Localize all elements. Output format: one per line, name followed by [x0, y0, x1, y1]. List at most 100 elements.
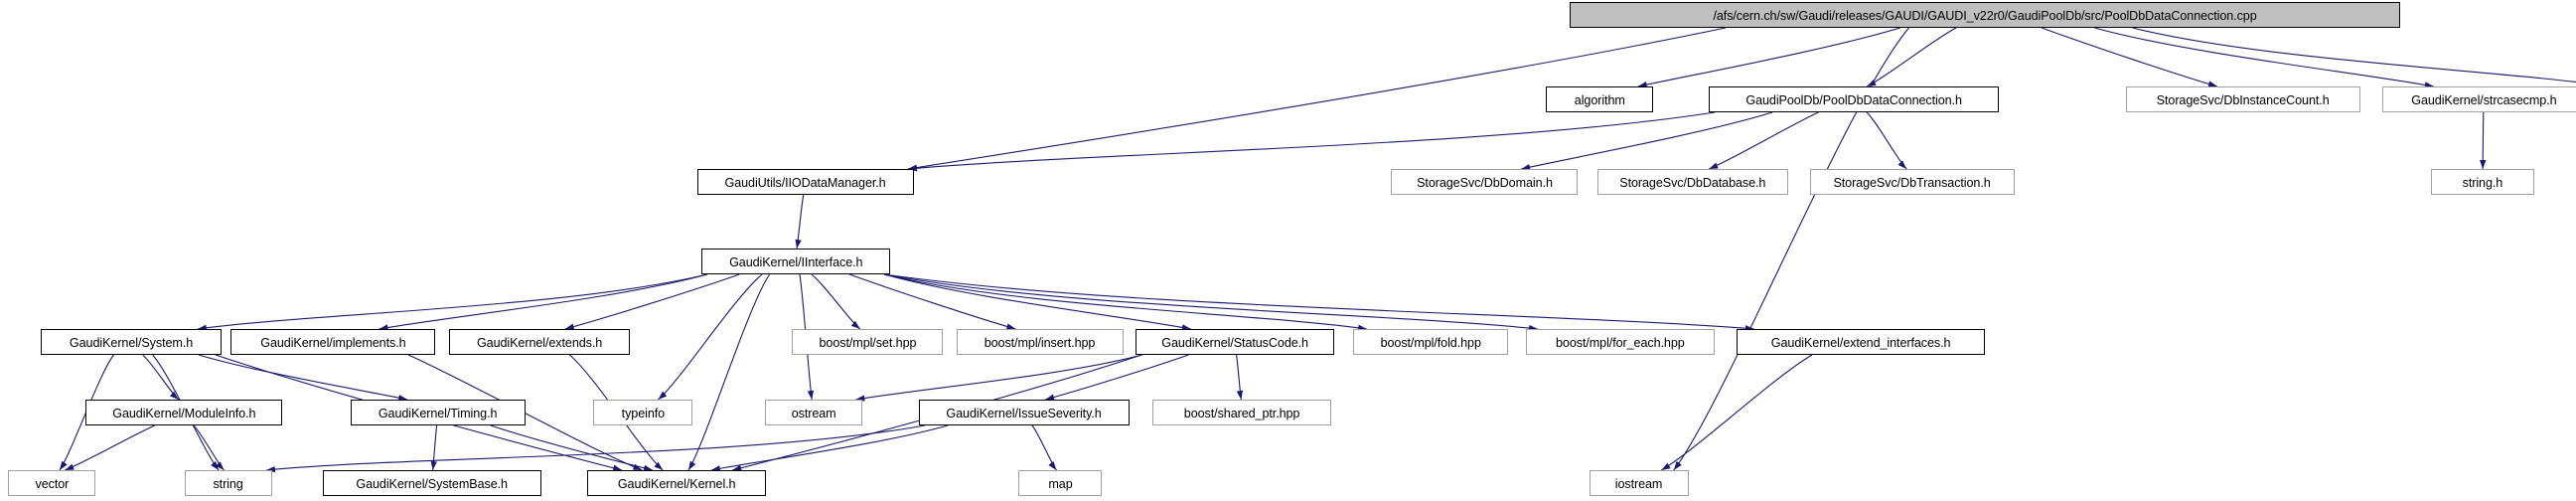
graph-edge-iiodata-to-iinterface [795, 194, 805, 250]
graph-edge-pooldbconn-to-dbdomain [1521, 111, 1773, 171]
graph-edge-extendif-to-iostream [1661, 354, 1813, 471]
graph-node-label: boost/mpl/set.hpp [819, 334, 916, 350]
graph-node-statuscode[interactable]: GaudiKernel/StatusCode.h [1136, 329, 1334, 355]
graph-node-vector[interactable]: vector [8, 470, 95, 496]
graph-node-algorithm[interactable]: algorithm [1546, 86, 1653, 112]
graph-node-string[interactable]: string [185, 470, 272, 496]
graph-node-moduleinfo[interactable]: GaudiKernel/ModuleInfo.h [85, 400, 282, 425]
graph-edge-iinterface-to-implements [379, 273, 708, 331]
graph-node-label: GaudiKernel/extends.h [476, 334, 603, 350]
graph-node-label: boost/shared_ptr.hpp [1183, 405, 1300, 420]
graph-edge-iinterface-to-mplforeach [883, 273, 1539, 332]
graph-node-extendif[interactable]: GaudiKernel/extend_interfaces.h [1737, 329, 1985, 355]
graph-node-systembase[interactable]: GaudiKernel/SystemBase.h [323, 470, 541, 496]
graph-node-label: StorageSvc/DbDatabase.h [1619, 174, 1766, 190]
graph-node-stringh[interactable]: string.h [2431, 169, 2534, 195]
graph-node-iiodata[interactable]: GaudiUtils/IIODataManager.h [697, 169, 914, 195]
graph-edge-iinterface-to-mplinsert [848, 273, 1016, 330]
graph-node-label: GaudiKernel/strcasecmp.h [2410, 91, 2557, 107]
graph-edge-root-to-dbinstance [2042, 27, 2218, 87]
graph-edge-statuscode-to-sharedptr [1235, 354, 1244, 401]
graph-node-label: GaudiKernel/SystemBase.h [356, 475, 509, 491]
graph-edge-timing-to-systembase [430, 424, 438, 471]
graph-node-dbinstance[interactable]: StorageSvc/DbInstanceCount.h [2126, 86, 2360, 112]
graph-edge-iinterface-to-mplfold [883, 273, 1368, 331]
graph-edge-root-to-algorithm [1637, 27, 1900, 88]
graph-edge-statuscode-to-issuesev [1045, 354, 1189, 401]
graph-node-mplset[interactable]: boost/mpl/set.hpp [792, 329, 943, 355]
graph-node-label: GaudiKernel/IInterface.h [728, 253, 863, 269]
graph-edge-issuesev-to-kernel [710, 424, 949, 472]
graph-node-label: GaudiKernel/System.h [69, 334, 194, 350]
graph-edge-iinterface-to-extendif [883, 273, 1754, 332]
graph-node-label: GaudiKernel/ModuleInfo.h [111, 405, 256, 420]
graph-node-typeinfo[interactable]: typeinfo [593, 400, 692, 425]
graph-node-label: /afs/cern.ch/sw/Gaudi/releases/GAUDI/GAU… [1713, 7, 2257, 23]
graph-node-system[interactable]: GaudiKernel/System.h [41, 329, 222, 355]
graph-edge-root-to-strcasecmp [2094, 27, 2434, 88]
graph-node-dbdatabase[interactable]: StorageSvc/DbDatabase.h [1597, 169, 1788, 195]
graph-node-label: GaudiKernel/StatusCode.h [1161, 334, 1308, 350]
graph-edge-iinterface-to-extends [564, 273, 740, 330]
graph-node-dbtrans[interactable]: StorageSvc/DbTransaction.h [1810, 169, 2015, 195]
graph-edge-system-to-moduleinfo [142, 354, 180, 401]
graph-edge-iinterface-to-statuscode [883, 273, 1191, 331]
graph-edge-system-to-timing [198, 354, 408, 402]
graph-edge-pooldbconn-to-iiodata [907, 111, 1716, 172]
graph-node-label: algorithm [1574, 91, 1625, 107]
graph-node-implements[interactable]: GaudiKernel/implements.h [230, 329, 435, 355]
graph-node-label: string [213, 475, 244, 491]
graph-edge-statuscode-to-ostream [855, 354, 1142, 402]
graph-node-pooldbconn[interactable]: GaudiPoolDb/PoolDbDataConnection.h [1709, 86, 1999, 112]
graph-edge-root-to-pooldbconn [1866, 27, 1957, 87]
graph-node-iinterface[interactable]: GaudiKernel/IInterface.h [701, 249, 890, 274]
graph-edge-moduleinfo-to-vector [65, 424, 155, 471]
graph-node-extends[interactable]: GaudiKernel/extends.h [449, 329, 630, 355]
graph-node-label: StorageSvc/DbInstanceCount.h [2157, 91, 2330, 107]
graph-node-label: StorageSvc/DbDomain.h [1416, 174, 1553, 190]
graph-node-label: GaudiKernel/Timing.h [379, 405, 498, 420]
graph-node-label: boost/mpl/fold.hpp [1380, 334, 1481, 350]
graph-edge-pooldbconn-to-dbdatabase [1708, 111, 1819, 170]
graph-node-root[interactable]: /afs/cern.ch/sw/Gaudi/releases/GAUDI/GAU… [1570, 2, 2400, 28]
graph-edge-pooldbconn-to-dbtrans [1866, 111, 1907, 170]
graph-node-label: boost/mpl/insert.hpp [985, 334, 1096, 350]
graph-node-map[interactable]: map [1018, 470, 1102, 496]
graph-node-iostream[interactable]: iostream [1590, 470, 1689, 496]
graph-node-strcasecmp[interactable]: GaudiKernel/strcasecmp.h [2382, 86, 2576, 112]
graph-edge-root-to-stdexcept [2132, 27, 2576, 84]
graph-node-label: GaudiPoolDb/PoolDbDataConnection.h [1745, 91, 1962, 107]
graph-node-mplinsert[interactable]: boost/mpl/insert.hpp [957, 329, 1124, 355]
graph-node-label: boost/mpl/for_each.hpp [1556, 334, 1685, 350]
graph-node-mplfold[interactable]: boost/mpl/fold.hpp [1353, 329, 1508, 355]
graph-node-label: vector [35, 475, 69, 491]
graph-edge-iinterface-to-typeinfo [658, 273, 763, 401]
graph-node-label: GaudiKernel/extend_interfaces.h [1770, 334, 1951, 350]
graph-node-label: GaudiKernel/IssueSeverity.h [946, 405, 1103, 420]
graph-node-sharedptr[interactable]: boost/shared_ptr.hpp [1152, 400, 1331, 425]
graph-node-issuesev[interactable]: GaudiKernel/IssueSeverity.h [919, 400, 1130, 425]
graph-edge-timing-to-kernel [490, 424, 654, 471]
graph-edge-iinterface-to-mplset [811, 273, 861, 330]
graph-node-label: iostream [1615, 475, 1663, 491]
graph-node-label: ostream [791, 405, 836, 420]
graph-node-dbdomain[interactable]: StorageSvc/DbDomain.h [1391, 169, 1578, 195]
graph-node-label: StorageSvc/DbTransaction.h [1833, 174, 1992, 190]
graph-node-label: string.h [2462, 174, 2503, 190]
graph-node-mplforeach[interactable]: boost/mpl/for_each.hpp [1526, 329, 1715, 355]
graph-node-label: map [1047, 475, 1073, 491]
graph-edge-issuesev-to-map [1031, 424, 1057, 471]
graph-edge-iinterface-to-system [197, 273, 708, 331]
graph-edge-iinterface-to-kernel [687, 273, 771, 471]
graph-node-label: GaudiKernel/implements.h [259, 334, 406, 350]
graph-edge-moduleinfo-to-string [193, 424, 225, 471]
graph-node-label: GaudiKernel/Kernel.h [617, 475, 736, 491]
graph-edge-strcasecmp-to-stringh [2480, 111, 2487, 170]
graph-node-timing[interactable]: GaudiKernel/Timing.h [351, 400, 526, 425]
graph-edge-issuesev-to-string [265, 424, 926, 473]
graph-node-kernel[interactable]: GaudiKernel/Kernel.h [587, 470, 766, 496]
graph-node-ostream[interactable]: ostream [765, 400, 862, 425]
graph-node-label: GaudiUtils/IIODataManager.h [724, 174, 887, 190]
